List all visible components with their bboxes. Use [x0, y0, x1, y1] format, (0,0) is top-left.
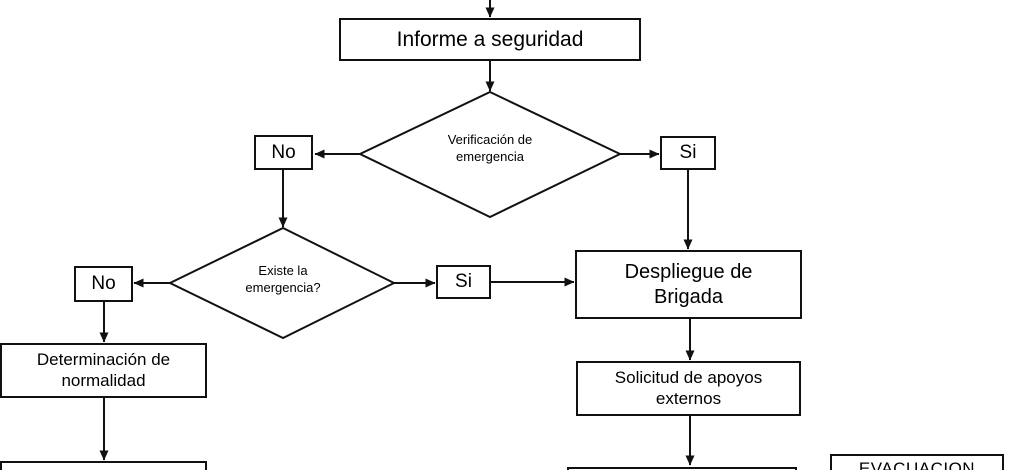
node-solicitud-de-apoyos-externos: Solicitud de apoyos externos	[576, 361, 801, 416]
node-no-verificacion: No	[254, 135, 313, 170]
node-si-existe: Si	[436, 265, 491, 299]
node-partial-bottom-center	[567, 467, 797, 470]
node-determinacion-de-normalidad: Determinación de normalidad	[0, 343, 207, 398]
decision-existe-emergencia-shape	[167, 226, 397, 340]
decision-existe-emergencia-label: Existe la emergencia?	[245, 263, 321, 295]
node-si-verificacion: Si	[660, 136, 716, 170]
node-no-existe: No	[74, 266, 133, 302]
node-partial-bottom-left	[0, 461, 207, 470]
decision-verificacion-emergencia-label: Verificación de emergencia	[447, 132, 533, 164]
decision-verificacion-emergencia-shape	[357, 90, 623, 219]
node-informe-a-seguridad: Informe a seguridad	[339, 18, 641, 61]
node-despliegue-de-brigada: Despliegue de Brigada	[575, 250, 802, 319]
node-evacuacion: EVACUACION	[830, 454, 1004, 470]
